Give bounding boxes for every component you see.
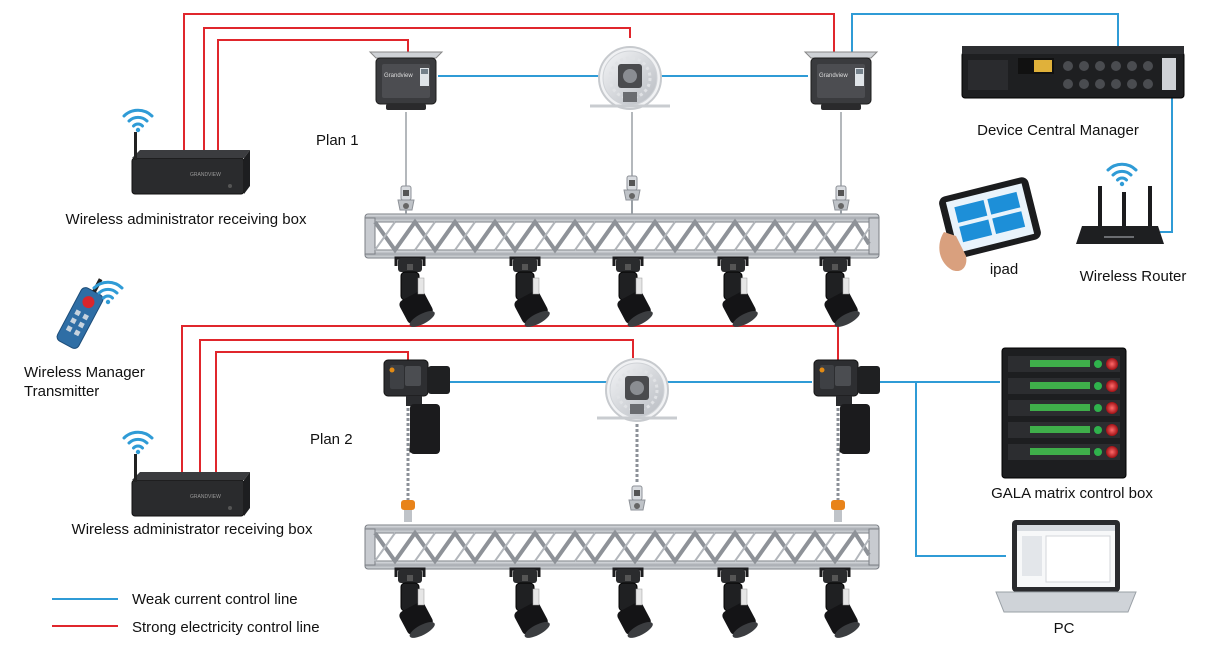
legend-strong-label: Strong electricity control line bbox=[132, 619, 320, 636]
clamp-plan1-left bbox=[397, 185, 415, 211]
clamp-links-plan1 bbox=[405, 200, 842, 214]
spotlight bbox=[717, 256, 762, 332]
hoist-brand-text: Grandview bbox=[819, 73, 848, 79]
pc-laptop bbox=[995, 520, 1137, 613]
spotlight bbox=[717, 567, 762, 643]
hoist-brand-text: Grandview bbox=[384, 73, 413, 79]
chains-plan2 bbox=[406, 408, 840, 500]
receiver-top-label: Wireless administrator receiving box bbox=[66, 211, 307, 228]
spotlight bbox=[612, 567, 657, 643]
wifi-icon bbox=[122, 430, 154, 456]
hanging-cables-plan1 bbox=[405, 112, 842, 186]
receiver-brand-text: GRANDVIEW bbox=[190, 494, 221, 500]
transmitter-label-line1: Wireless Manager bbox=[24, 364, 145, 381]
central-manager-label: Device Central Manager bbox=[977, 122, 1139, 139]
pc-label: PC bbox=[1054, 620, 1075, 637]
gala-label: GALA matrix control box bbox=[991, 485, 1153, 502]
spotlight bbox=[612, 256, 657, 332]
truss-plan2 bbox=[363, 523, 881, 571]
wifi-icon bbox=[122, 108, 154, 134]
hoist-box-left-plan1 bbox=[369, 51, 443, 111]
round-hoist-plan1 bbox=[588, 45, 672, 111]
weak-lines bbox=[438, 13, 1173, 557]
receiver-box-top bbox=[131, 131, 251, 195]
router-label: Wireless Router bbox=[1080, 268, 1187, 285]
receiver-brand-text: GRANDVIEW bbox=[190, 172, 221, 178]
spotlight bbox=[394, 567, 439, 643]
spotlight bbox=[394, 256, 439, 332]
spotlight bbox=[819, 256, 864, 332]
spotlight bbox=[819, 567, 864, 643]
clamp-plan1-mid bbox=[623, 175, 641, 201]
wifi-icon bbox=[1106, 162, 1138, 188]
wireless-router bbox=[1076, 186, 1164, 244]
transmitter-remote bbox=[56, 278, 104, 349]
central-manager-rack bbox=[961, 46, 1185, 99]
ipad-label: ipad bbox=[990, 261, 1018, 278]
clamp-plan2-mid bbox=[628, 485, 646, 511]
spotlight bbox=[509, 256, 554, 332]
spotlight bbox=[509, 567, 554, 643]
strong-lines bbox=[181, 13, 839, 472]
hand bbox=[939, 232, 967, 272]
gala-matrix-rack bbox=[1001, 347, 1127, 479]
clamp-plan1-right bbox=[832, 185, 850, 211]
receiver-box-bottom bbox=[131, 453, 251, 517]
plan2-label: Plan 2 bbox=[310, 431, 353, 448]
chain-hoist-left-plan2 bbox=[383, 359, 451, 455]
legend-weak-label: Weak current control line bbox=[132, 591, 298, 608]
receiver-bottom-label: Wireless administrator receiving box bbox=[72, 521, 313, 538]
transmitter-label-line2: Transmitter bbox=[24, 383, 99, 400]
ipad-tablet bbox=[939, 177, 1041, 259]
hoist-box-right-plan1 bbox=[804, 51, 878, 111]
legend: Weak current control line Strong electri… bbox=[52, 591, 320, 636]
chain-hoist-right-plan2 bbox=[813, 359, 881, 455]
orange-hooks-plan2 bbox=[401, 500, 845, 522]
truss-plan1 bbox=[363, 212, 881, 260]
plan1-label: Plan 1 bbox=[316, 132, 359, 149]
round-hoist-plan2 bbox=[595, 357, 679, 423]
